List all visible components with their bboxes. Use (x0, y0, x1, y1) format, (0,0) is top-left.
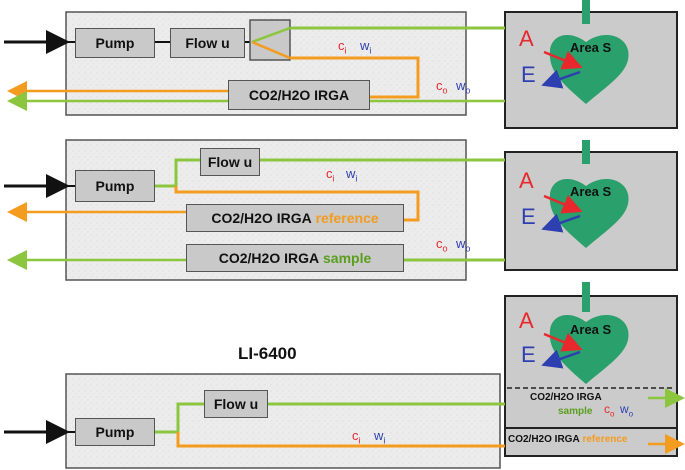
panel1-wo: wo (456, 78, 471, 96)
panel3-ci: ci (352, 428, 361, 446)
panel3-E-label: E (521, 342, 536, 367)
panel2-area-label: Area S (570, 184, 612, 199)
panel1-pump-label: Pump (95, 35, 135, 51)
panel1-co: co (436, 78, 448, 96)
panel3-head-irga-ref: CO2/H2O IRGA reference (508, 434, 628, 445)
panel2-pump-label: Pump (95, 178, 135, 194)
panel3-A-label: A (519, 308, 534, 333)
panel2-ci: ci (326, 166, 335, 184)
panel1-E-label: E (521, 62, 536, 87)
panel2-A-label: A (519, 168, 534, 193)
panel1-irga-label: CO2/H2O IRGA (248, 87, 350, 103)
panel3-flow-label: Flow u (213, 396, 259, 412)
panel2-pump-box: Pump (75, 170, 155, 202)
panel3-wi: wi (374, 428, 386, 446)
panel2-irga-ref-label: CO2/H2O IRGA (211, 210, 312, 226)
panel2-irga-sample-label: CO2/H2O IRGA (218, 250, 320, 266)
panel1-pump-box: Pump (75, 28, 155, 58)
panel1-irga-box: CO2/H2O IRGA (228, 80, 370, 110)
panel3-leaf (549, 315, 629, 384)
panel2-irga-ref-suffix: reference (315, 210, 379, 226)
panel3-area-label: Area S (570, 322, 612, 337)
panel2-flow-box: Flow u (200, 148, 260, 176)
panel2-irga-ref-box: CO2/H2O IRGA reference (186, 204, 404, 232)
panel3-pump-box: Pump (75, 418, 155, 446)
panel1-A-label: A (519, 26, 534, 51)
panel1-area-label: Area S (570, 40, 612, 55)
panel3-head-co: co (604, 402, 615, 419)
panel1-flow-label: Flow u (185, 35, 230, 51)
panel1-wi: wi (360, 38, 372, 56)
panel2-wi: wi (346, 166, 358, 184)
panel2-wo: wo (456, 236, 471, 254)
panel2-irga-sample-box: CO2/H2O IRGA sample (186, 244, 404, 272)
panel2-flow-label: Flow u (207, 154, 253, 170)
panel2-E-label: E (521, 204, 536, 229)
panel3-pump-label: Pump (95, 424, 135, 440)
panel3-title: LI-6400 (238, 344, 297, 363)
panel1-flow-box: Flow u (170, 28, 245, 58)
panel3-flow-box: Flow u (204, 390, 268, 418)
panel2-irga-sample-suffix: sample (323, 250, 372, 266)
panel1-ci: ci (338, 38, 347, 56)
panel3-head-irga-sample: CO2/H2O IRGA (530, 392, 602, 403)
panel2-co: co (436, 236, 448, 254)
panel3-head-sample-suffix: sample (558, 406, 593, 417)
panel3-head-wo: wo (620, 402, 634, 419)
